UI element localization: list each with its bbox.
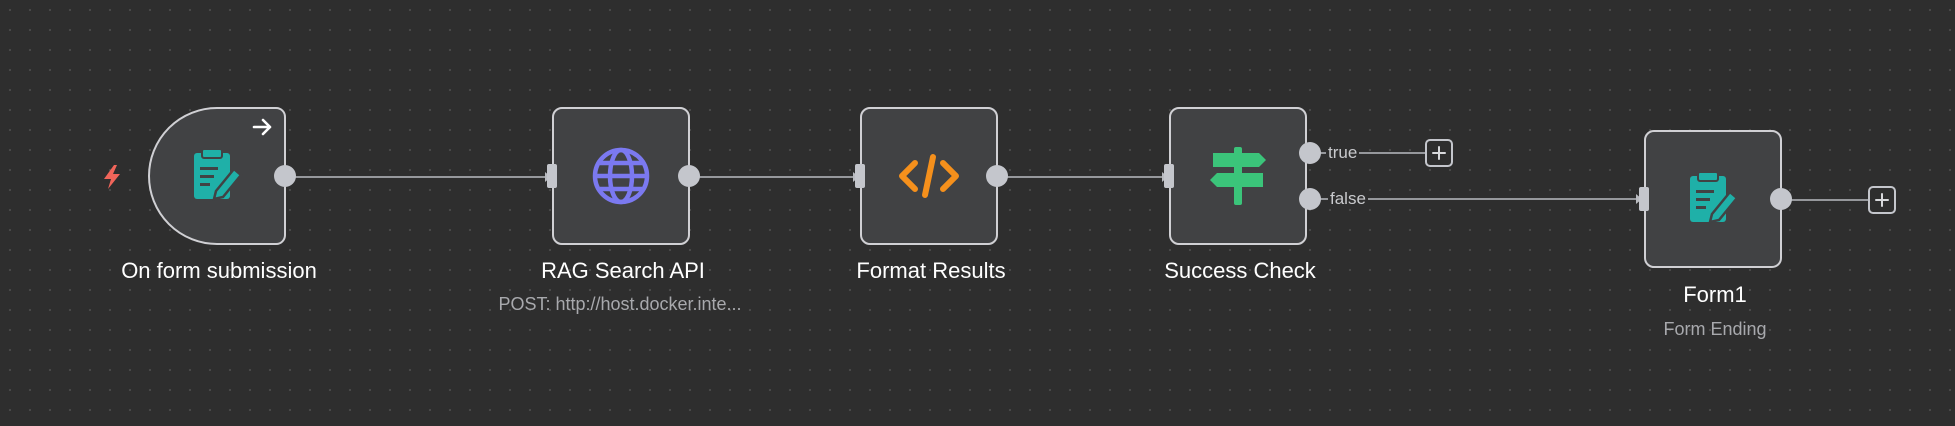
output-port[interactable]	[1770, 188, 1792, 210]
node-on-form-submission[interactable]	[148, 107, 296, 245]
input-port[interactable]	[547, 164, 557, 188]
code-icon	[897, 144, 961, 208]
output-port[interactable]	[274, 165, 296, 187]
signpost-icon	[1206, 144, 1270, 208]
plus-icon	[1875, 193, 1889, 207]
branch-label-true: true	[1326, 143, 1360, 163]
open-arrow-icon[interactable]	[252, 117, 274, 137]
output-port[interactable]	[678, 165, 700, 187]
node-format-results[interactable]	[855, 107, 1008, 245]
globe-icon	[589, 144, 653, 208]
node-label: RAG Search API	[541, 258, 705, 283]
node-label: Success Check	[1164, 258, 1316, 283]
node-form1[interactable]	[1639, 130, 1792, 268]
node-sublabel: Form Ending	[1663, 319, 1767, 339]
node-sublabel: POST: http://host.docker.inte...	[498, 294, 742, 314]
input-port[interactable]	[1639, 187, 1649, 211]
branch-label-false: false	[1328, 189, 1368, 209]
node-rag-search-api[interactable]	[547, 107, 700, 245]
add-node-button-form1[interactable]	[1868, 186, 1896, 214]
add-node-button-true[interactable]	[1425, 139, 1453, 167]
output-port-true[interactable]	[1299, 142, 1321, 164]
node-label: Form1	[1683, 282, 1747, 307]
form-icon	[185, 144, 249, 208]
output-port-false[interactable]	[1299, 188, 1321, 210]
trigger-bolt-icon	[104, 165, 120, 189]
node-success-check[interactable]	[1164, 107, 1307, 245]
input-port[interactable]	[1164, 164, 1174, 188]
form-icon	[1681, 167, 1745, 231]
output-port[interactable]	[986, 165, 1008, 187]
input-port[interactable]	[855, 164, 865, 188]
node-label: On form submission	[121, 258, 317, 283]
plus-icon	[1432, 146, 1446, 160]
node-label: Format Results	[856, 258, 1006, 283]
